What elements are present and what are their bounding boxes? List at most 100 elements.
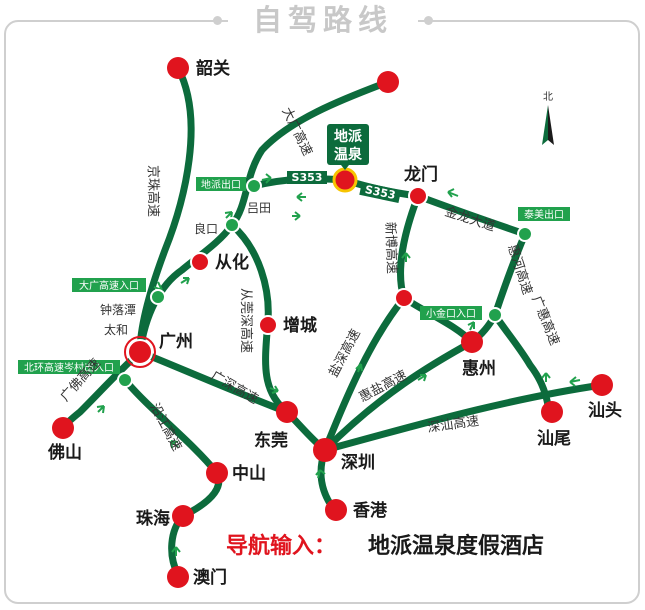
label-macau: 澳门 (193, 567, 227, 588)
label-guangzhou: 广州 (159, 331, 193, 352)
north-arrow-icon-shadow (548, 105, 554, 145)
title-right-dot (424, 16, 433, 25)
arrow-huiyan (417, 374, 427, 382)
arrow-dipai (261, 173, 272, 184)
hw-jingzhu: 京珠高速 (145, 165, 161, 217)
nav-value: 地派温泉度假酒店 (368, 533, 544, 559)
map-frame (4, 20, 640, 604)
junction-dipai-exit (246, 178, 262, 194)
place-lutian: 吕田 (247, 201, 271, 215)
dot-zhongshan (206, 462, 228, 484)
nav-label: 导航输入： (226, 533, 336, 559)
arrow-lutian (292, 211, 301, 221)
arrow-guanghui (541, 372, 551, 382)
place-zhongluotan: 钟落潭 (100, 302, 136, 317)
label-zhongshan: 中山 (232, 463, 266, 484)
arrow-s353-east (296, 192, 306, 202)
arrow-xiaojin (467, 321, 475, 331)
dot-foshan (52, 417, 74, 439)
destination-pointer (341, 165, 349, 170)
arrow-shenshan (569, 376, 581, 387)
dot-daguang-end (377, 71, 399, 93)
exit-taimei-box (518, 207, 570, 221)
label-zengcheng: 增城 (283, 315, 317, 336)
hw-conghuan: 从莞深高速 (238, 288, 254, 353)
junction-xiaojin (487, 307, 503, 323)
dot-shanwei (541, 401, 563, 423)
title-bar: 自驾路线 (0, 0, 645, 40)
hw-jinlong: 金龙大道 (443, 204, 497, 235)
exit-taimei-label: 泰美出口 (524, 208, 564, 221)
arrow-guangshen (269, 385, 279, 394)
s353-label-west: S353 (292, 171, 323, 184)
hw-xinbo: 新博高速 (382, 222, 400, 275)
arrow-yanshen (355, 363, 363, 373)
label-zhuhai: 珠海 (136, 508, 170, 529)
entry-xiaojin-label: 小金口入口 (426, 307, 476, 320)
label-shanwei: 汕尾 (537, 429, 571, 449)
hw-guanghui: 广惠高速 (528, 294, 562, 348)
label-shenzhen: 深圳 (341, 452, 375, 473)
map-title: 自驾路线 (228, 2, 418, 38)
arrow-yanjiang (170, 440, 179, 449)
entry-daguang-box (72, 278, 146, 292)
label-foshan: 佛山 (47, 442, 82, 463)
dot-guangzhou-ring (124, 336, 156, 368)
road-yanjiang (121, 376, 223, 579)
arrow-jinlong (447, 188, 459, 198)
compass-label: 北 (543, 91, 553, 103)
north-arrow-icon (542, 105, 548, 145)
label-hongkong: 香港 (353, 500, 388, 521)
place-taihe: 太和 (104, 322, 128, 337)
dot-shantou (591, 374, 613, 396)
title-left-dot (213, 16, 222, 25)
dot-conghua (190, 252, 210, 272)
entry-xiaojin-box (420, 306, 482, 320)
arrow-guangfo (96, 405, 105, 414)
junction-beihuan (117, 372, 133, 388)
road-shenshan (321, 381, 606, 454)
arrow-hongkong (315, 469, 326, 479)
label-shaoguan: 韶关 (196, 58, 230, 79)
label-huizhou: 惠州 (462, 358, 496, 379)
dot-guangzhou (127, 339, 153, 365)
destination-line1: 地派 (334, 128, 363, 145)
compass: 北 (542, 91, 554, 145)
hw-shenshan: 深汕高速 (426, 413, 480, 436)
junction-dots (117, 178, 533, 388)
label-longmen: 龙门 (403, 164, 438, 185)
destination-line2: 温泉 (334, 146, 363, 163)
arrow-macau (171, 546, 181, 556)
city-dots (52, 57, 613, 588)
direction-arrows (96, 173, 581, 556)
destination-badge (327, 124, 369, 165)
dot-macau (167, 566, 189, 588)
dot-longmen (408, 186, 428, 206)
dot-zhuhai (172, 505, 194, 527)
entry-beihuan-box (18, 360, 120, 374)
road-jinlong (414, 192, 529, 238)
exit-dipai-label: 地派出口 (201, 178, 241, 191)
road-xinbo (397, 192, 422, 302)
entry-daguang-label: 大广高速入口 (79, 279, 139, 292)
arrow-daguang-2 (180, 277, 190, 285)
s353-badge-west (287, 171, 327, 184)
junction-liangkou (224, 217, 240, 233)
dot-destination (332, 167, 358, 193)
entry-beihuan-label: 北环高速岑村出入口 (24, 361, 114, 374)
s353-label-east: S353 (364, 183, 397, 202)
exit-dipai-box (196, 177, 246, 191)
label-conghua: 从化 (215, 252, 249, 273)
dot-dongguan (276, 401, 298, 423)
road-huiyan (321, 338, 476, 454)
road-guangshen (136, 348, 329, 454)
s353-badge-east (359, 182, 402, 204)
hw-guangshen: 广深高速 (208, 368, 261, 408)
dot-xinbo-mid (394, 288, 414, 308)
label-dongguan: 东莞 (254, 430, 288, 451)
place-liangkou: 良口 (194, 221, 218, 236)
s353-badge-east-group: S353 (359, 182, 402, 204)
arrow-xinbo (401, 252, 411, 262)
dot-shenzhen (313, 438, 337, 462)
